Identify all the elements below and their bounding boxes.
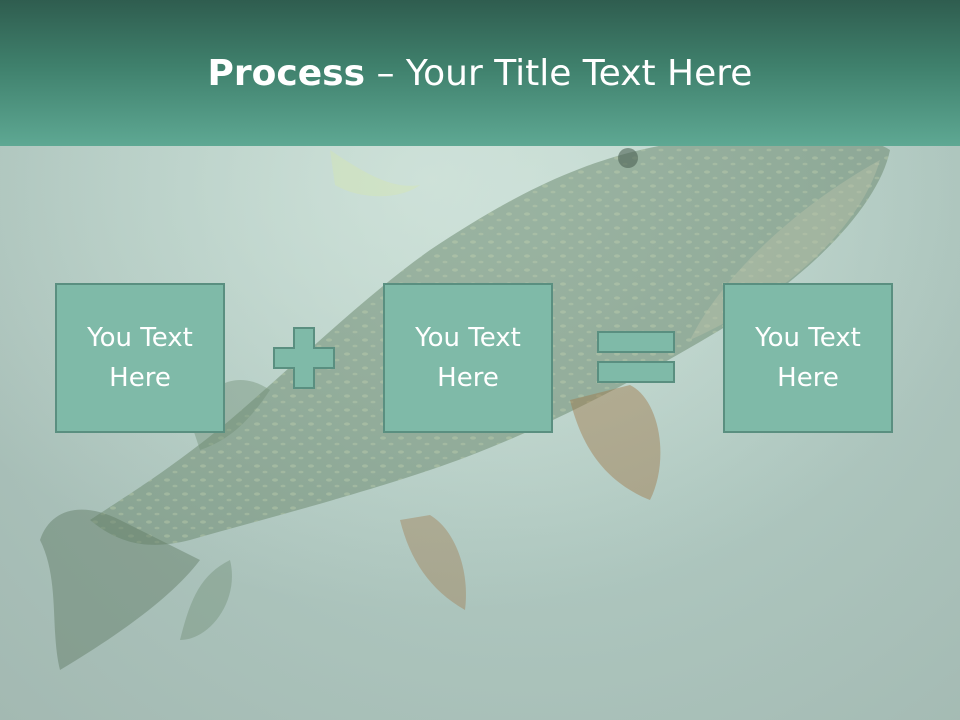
process-box-3-label: You Text Here	[755, 323, 861, 393]
plus-icon	[273, 327, 335, 389]
process-box-1[interactable]: You Text Here	[55, 283, 225, 433]
process-box-3[interactable]: You Text Here	[723, 283, 893, 433]
process-box-1-label: You Text Here	[87, 323, 193, 393]
slide-title: Process – Your Title Text Here	[208, 52, 753, 96]
process-box-2[interactable]: You Text Here	[383, 283, 553, 433]
process-box-2-label: You Text Here	[415, 323, 521, 393]
title-bold-text: Process	[207, 53, 366, 94]
title-bar: Process – Your Title Text Here	[0, 0, 960, 146]
equals-icon	[597, 331, 675, 383]
title-rest-text: – Your Title Text Here	[365, 53, 753, 94]
